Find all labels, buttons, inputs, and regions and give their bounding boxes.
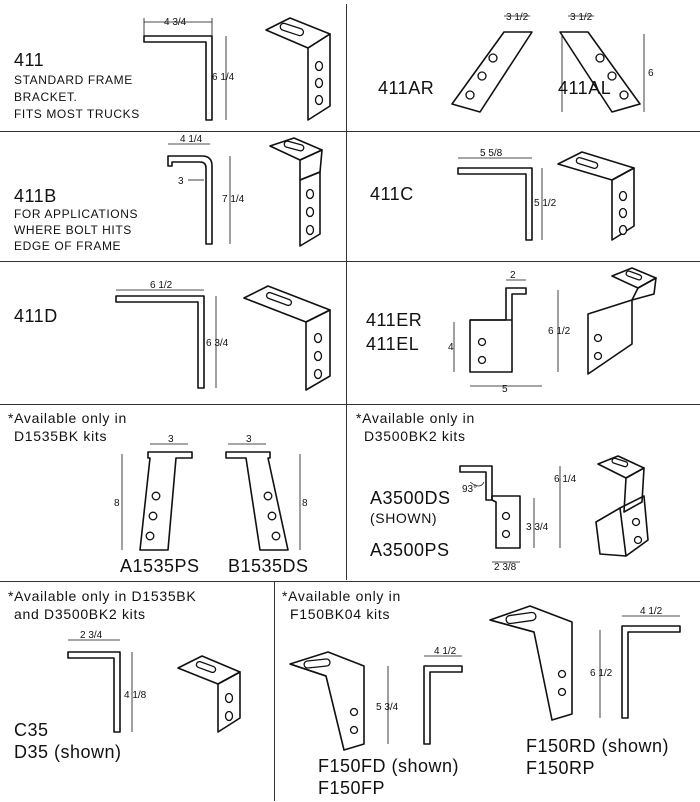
dim-f150fd-height: 5 3/4 bbox=[376, 702, 399, 713]
dim-411c-width: 5 5/8 bbox=[480, 148, 503, 159]
part-code-411ar: 411AR bbox=[378, 78, 435, 98]
availability-note-d1535bk-line2: D1535BK kits bbox=[14, 428, 108, 444]
dim-411c-height: 5 1/2 bbox=[534, 198, 557, 209]
dim-411d-height: 6 3/4 bbox=[206, 338, 229, 349]
part-code-a3500ds: A3500DS bbox=[370, 488, 451, 508]
grid-divider-row-2 bbox=[0, 261, 700, 262]
grid-divider-vertical-bottom bbox=[274, 581, 275, 801]
part-code-a3500ps: A3500PS bbox=[370, 540, 450, 560]
dim-411ar-width: 3 1/2 bbox=[506, 12, 529, 23]
grid-divider-vertical-top bbox=[346, 4, 347, 580]
bracket-411er-drawing: 2 4 5 6 1/2 bbox=[448, 267, 657, 395]
part-code-d35: D35 (shown) bbox=[14, 742, 122, 762]
dim-a1535-height: 8 bbox=[114, 498, 120, 509]
part-code-f150fd: F150FD (shown) bbox=[318, 756, 460, 776]
part-code-411er: 411ER bbox=[366, 310, 423, 330]
grid-divider-row-1 bbox=[0, 131, 700, 132]
bracket-c35-drawing: 2 3/4 4 1/8 bbox=[67, 630, 241, 733]
dim-411er-left: 4 bbox=[448, 342, 454, 353]
bracket-411-drawing: 4 3/4 6 1/4 bbox=[143, 17, 331, 121]
bracket-411c-drawing: 5 5/8 5 1/2 bbox=[457, 148, 635, 241]
part-code-411b: 411B bbox=[14, 186, 57, 206]
part-code-f150rp: F150RP bbox=[526, 758, 596, 778]
part-desc-411b-line2: where bolt hits bbox=[14, 223, 132, 237]
dim-411b-inner: 3 bbox=[178, 176, 184, 187]
bracket-a3500-drawing: 93° 6 1/4 3 3/4 2 3/8 bbox=[459, 455, 649, 573]
dim-a3500-inner: 3 3/4 bbox=[526, 522, 549, 533]
part-code-f150fp: F150FP bbox=[318, 778, 386, 798]
dim-a3500-width: 2 3/8 bbox=[494, 562, 517, 573]
dim-411-height: 6 1/4 bbox=[212, 72, 235, 83]
part-code-411: 411 bbox=[14, 50, 45, 70]
dim-411b-width: 4 1/4 bbox=[180, 134, 203, 145]
dim-f150rd-height: 6 1/2 bbox=[590, 668, 613, 679]
availability-note-d3500bk2-line2: D3500BK2 kits bbox=[364, 428, 466, 444]
dim-411-width: 4 3/4 bbox=[164, 17, 187, 28]
part-desc-411-line1: Standard frame bbox=[14, 73, 133, 87]
part-desc-411b-line3: edge of frame bbox=[14, 239, 122, 253]
dim-c35-width: 2 3/4 bbox=[80, 630, 103, 641]
part-code-f150rd: F150RD (shown) bbox=[526, 736, 670, 756]
bracket-a1535-b1535-drawing: 3 8 3 8 bbox=[114, 434, 308, 551]
part-code-c35: C35 bbox=[14, 720, 49, 740]
grid-divider-row-3 bbox=[0, 404, 700, 405]
availability-note-c35-line2: and D3500BK2 kits bbox=[14, 606, 146, 622]
part-code-411al: 411AL bbox=[558, 78, 612, 98]
bracket-f150fd-drawing: 5 3/4 4 1/2 bbox=[289, 646, 463, 751]
dim-a3500-height: 6 1/4 bbox=[554, 474, 577, 485]
dim-c35-height: 4 1/8 bbox=[124, 690, 147, 701]
part-desc-411b-line1: For applications bbox=[14, 207, 139, 221]
bracket-411d-drawing: 6 1/2 6 3/4 bbox=[115, 280, 331, 391]
dim-411er-height: 6 1/2 bbox=[548, 326, 571, 337]
dim-411al-width: 3 1/2 bbox=[570, 12, 593, 23]
dim-a3500-angle: 93° bbox=[462, 484, 477, 495]
dim-b1535-height: 8 bbox=[302, 498, 308, 509]
part-code-411d: 411D bbox=[14, 306, 58, 326]
dim-411d-width: 6 1/2 bbox=[150, 280, 173, 291]
part-code-b1535ds: B1535DS bbox=[228, 556, 309, 576]
grid-divider-row-4 bbox=[0, 581, 700, 582]
part-desc-411-line3: Fits most trucks bbox=[14, 107, 140, 121]
part-desc-411-line2: bracket. bbox=[14, 90, 78, 104]
dim-411ar-height: 6 bbox=[648, 68, 654, 79]
dim-b1535-width: 3 bbox=[246, 434, 252, 445]
part-code-411c: 411C bbox=[370, 184, 414, 204]
dim-f150fd-width: 4 1/2 bbox=[434, 646, 457, 657]
dim-411b-height: 7 1/4 bbox=[222, 194, 245, 205]
dim-411er-top: 2 bbox=[510, 270, 516, 281]
availability-note-f150-line2: F150BK04 kits bbox=[290, 606, 391, 622]
part-code-a3500ds-shown: (shown) bbox=[370, 510, 438, 526]
part-code-a1535ps: A1535PS bbox=[120, 556, 200, 576]
dim-f150rd-width: 4 1/2 bbox=[640, 606, 663, 617]
part-code-411el: 411EL bbox=[366, 334, 420, 354]
bracket-411b-drawing: 4 1/4 3 7 1/4 bbox=[167, 134, 323, 247]
dim-a1535-width: 3 bbox=[168, 434, 174, 445]
dim-411er-bottom: 5 bbox=[502, 384, 508, 395]
availability-note-f150-line1: *Available only in bbox=[282, 588, 401, 604]
availability-note-c35-line1: *Available only in D1535BK bbox=[8, 588, 197, 604]
bracket-411ar-drawing: 3 1/2 3 1/2 6 bbox=[451, 12, 654, 113]
availability-note-d1535bk-line1: *Available only in bbox=[8, 410, 127, 426]
availability-note-d3500bk2-line1: *Available only in bbox=[356, 410, 475, 426]
bracket-f150rd-drawing: 6 1/2 4 1/2 bbox=[489, 605, 681, 721]
